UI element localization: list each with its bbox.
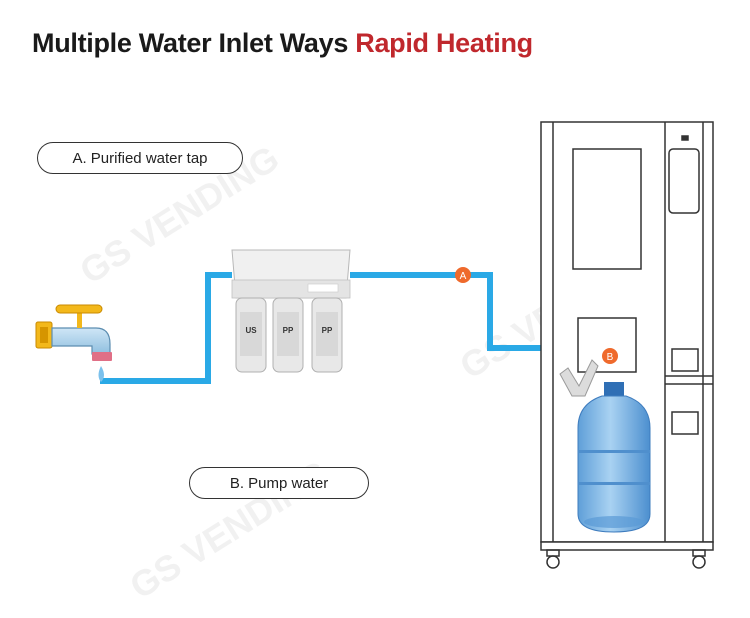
pump-connector <box>559 359 599 397</box>
svg-text:B: B <box>607 352 614 363</box>
marker-b: B <box>602 348 618 364</box>
filter-label-1: US <box>245 326 257 335</box>
pump-water-label: B. Pump water <box>189 467 369 499</box>
page-title: Multiple Water Inlet Ways Rapid Heating <box>32 28 533 59</box>
water-filter-icon: US PP PP <box>231 249 351 373</box>
water-bottle-icon <box>577 382 651 533</box>
svg-text:A: A <box>460 271 467 282</box>
water-tap-icon <box>35 304 112 382</box>
filter-label-3: PP <box>322 326 333 335</box>
purified-water-tap-label: A. Purified water tap <box>37 142 243 174</box>
title-highlight: Rapid Heating <box>355 28 533 58</box>
title-main: Multiple Water Inlet Ways <box>32 28 349 58</box>
filter-label-2: PP <box>283 326 294 335</box>
marker-a: A <box>455 267 471 283</box>
